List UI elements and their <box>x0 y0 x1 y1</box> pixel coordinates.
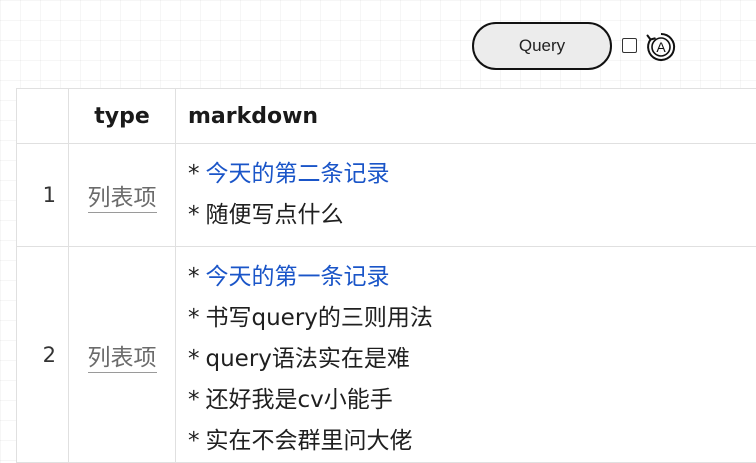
markdown-text: query语法实在是难 <box>206 346 410 372</box>
record-link[interactable]: 今天的第二条记录 <box>206 161 390 187</box>
query-button[interactable]: Query <box>472 22 612 70</box>
markdown-line: *query语法实在是难 <box>188 339 756 380</box>
markdown-text: 书写query的三则用法 <box>206 305 433 331</box>
bullet-marker: * <box>188 387 200 413</box>
table-row: 1 列表项 *今天的第二条记录 *随便写点什么 <box>17 144 756 247</box>
table-header-row: type markdown <box>17 89 756 144</box>
bullet-marker: * <box>188 161 200 187</box>
header-type: type <box>69 89 176 144</box>
bullet-marker: * <box>188 428 200 454</box>
bullet-marker: * <box>188 202 200 228</box>
markdown-cell: *今天的第一条记录 *书写query的三则用法 *query语法实在是难 *还好… <box>176 247 756 463</box>
query-button-label: Query <box>519 36 565 56</box>
auto-icon-letter: A <box>656 39 666 55</box>
markdown-line: *还好我是cv小能手 <box>188 380 756 421</box>
header-markdown: markdown <box>176 89 756 144</box>
row-index: 1 <box>17 144 69 247</box>
markdown-line: *书写query的三则用法 <box>188 298 756 339</box>
row-index: 2 <box>17 247 69 463</box>
markdown-text: 还好我是cv小能手 <box>206 387 393 413</box>
bullet-marker: * <box>188 264 200 290</box>
markdown-line: *今天的第一条记录 <box>188 257 756 298</box>
bullet-marker: * <box>188 305 200 331</box>
type-cell: 列表项 <box>69 247 176 463</box>
type-tag[interactable]: 列表项 <box>88 345 157 373</box>
bullet-marker: * <box>188 346 200 372</box>
results-table: type markdown 1 列表项 *今天的第二条记录 *随便写点什么 2 … <box>16 88 756 463</box>
type-tag[interactable]: 列表项 <box>88 185 157 213</box>
markdown-text: 随便写点什么 <box>206 202 344 228</box>
mode-checkbox[interactable] <box>622 38 637 53</box>
record-link[interactable]: 今天的第一条记录 <box>206 264 390 290</box>
header-index <box>17 89 69 144</box>
type-cell: 列表项 <box>69 144 176 247</box>
markdown-line: *随便写点什么 <box>188 195 756 236</box>
markdown-line: *今天的第二条记录 <box>188 154 756 195</box>
markdown-line: *实在不会群里问大佬 <box>188 421 756 462</box>
table-row: 2 列表项 *今天的第一条记录 *书写query的三则用法 *query语法实在… <box>17 247 756 463</box>
auto-mode-icon[interactable]: A <box>644 30 678 64</box>
markdown-cell: *今天的第二条记录 *随便写点什么 <box>176 144 756 247</box>
markdown-text: 实在不会群里问大佬 <box>206 428 413 454</box>
